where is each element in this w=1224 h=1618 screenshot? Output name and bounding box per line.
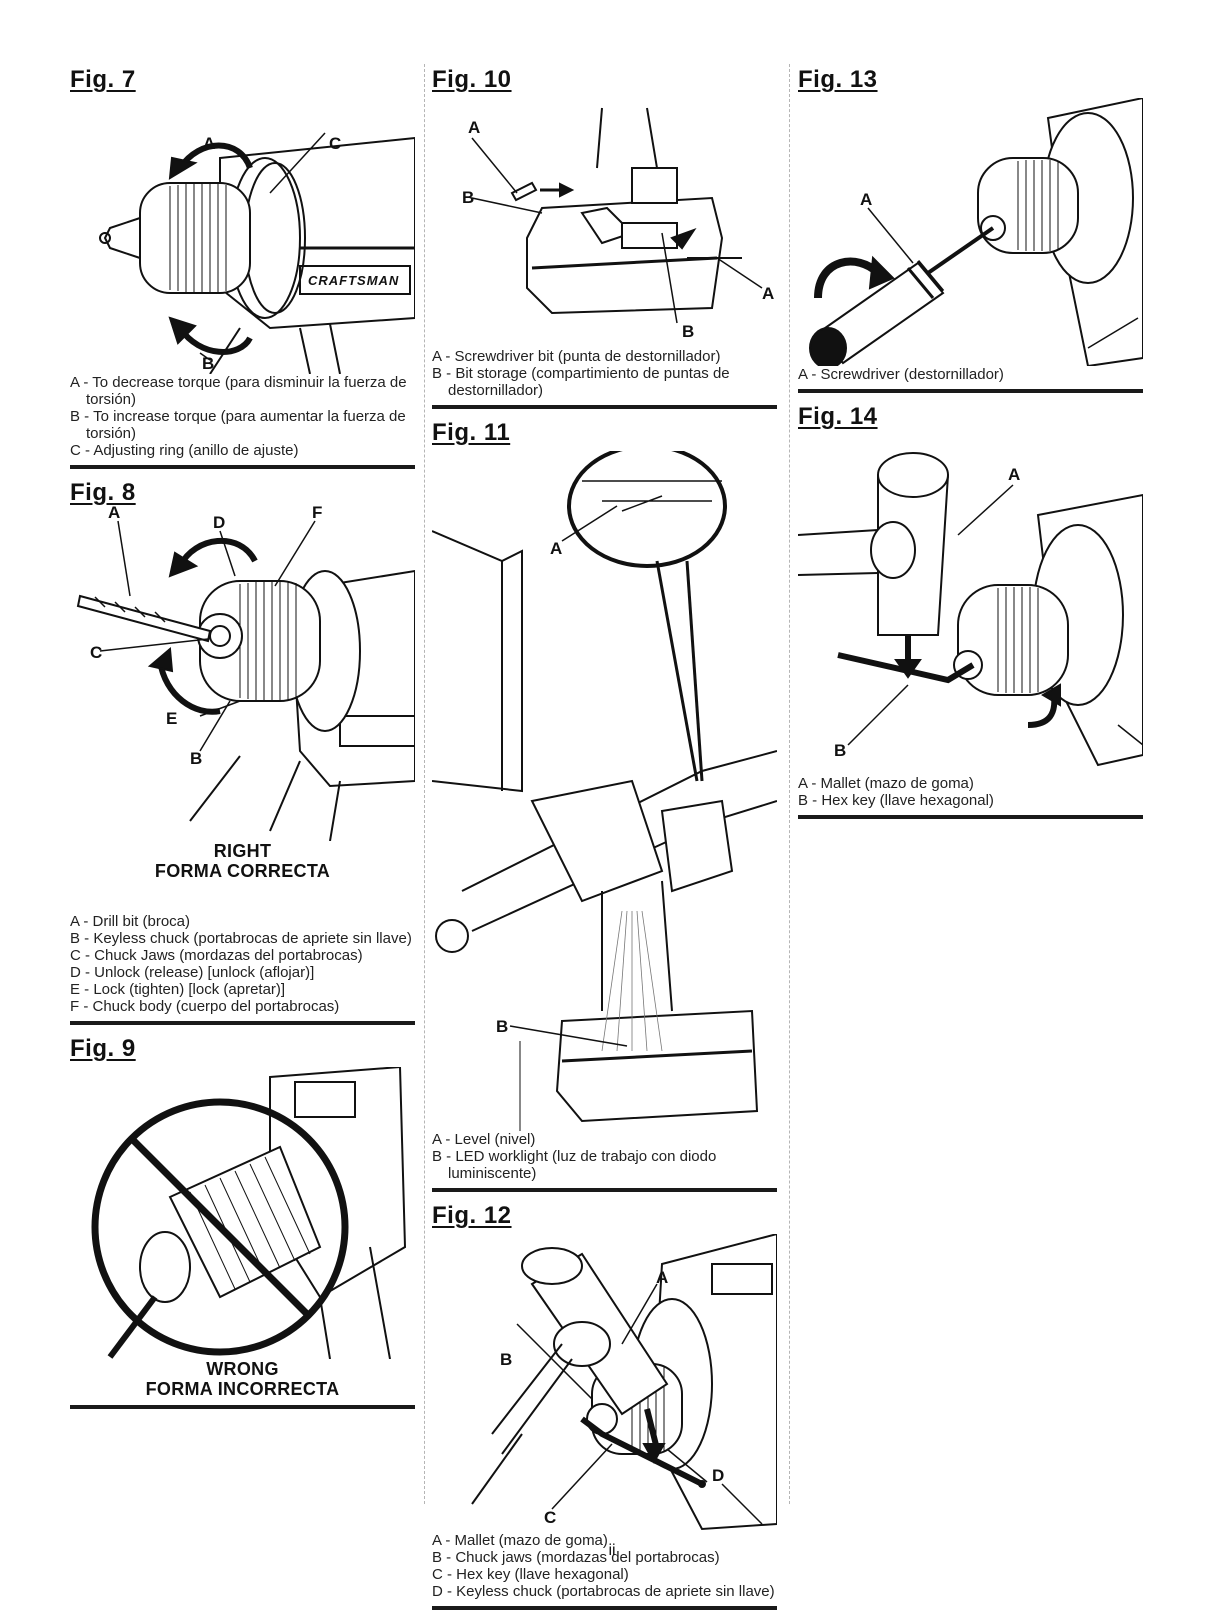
figure-10: Fig. 10 (432, 64, 777, 409)
figure-9: Fig. 9 WRONG (70, 1033, 415, 1409)
legend-item: B - Bit storage (compartimiento de punta… (432, 365, 730, 399)
figure-title: Fig. 13 (798, 66, 878, 93)
legend-item: B - Chuck jaws (mordazas del portabrocas… (432, 1549, 720, 1566)
caption-line: RIGHT (213, 841, 272, 861)
legend-item: C - Chuck Jaws (mordazas del portabrocas… (70, 947, 363, 964)
figure-8-legend: A - Drill bit (broca) B - Keyless chuck … (70, 913, 415, 1015)
figure-title: Fig. 10 (432, 66, 512, 93)
column-left: Fig. 7 (70, 64, 415, 1417)
legend-item: A - Level (nivel) (432, 1131, 536, 1148)
callout-d: D (712, 1466, 725, 1485)
figure-13: Fig. 13 (798, 64, 1143, 393)
caption-line: WRONG (206, 1359, 279, 1379)
figure-title: Fig. 12 (432, 1202, 512, 1229)
column-middle: Fig. 10 (432, 64, 777, 1618)
legend-item: A - Screwdriver bit (punta de destornill… (432, 348, 721, 365)
screwdriver-illustration: A (798, 98, 1143, 366)
callout-a: A (550, 539, 563, 558)
figure-7-legend: A - To decrease torque (para disminuir l… (70, 374, 415, 459)
figure-8: Fig. 8 (70, 477, 415, 1025)
legend-item: D - Keyless chuck (portabrocas de apriet… (432, 1583, 775, 1600)
callout-b: B (834, 741, 847, 760)
figure-title: Fig. 7 (70, 66, 136, 93)
figure-caption-wrong: WRONG FORMA INCORRECTA (70, 1359, 415, 1399)
callout-a-right: A (762, 284, 775, 303)
drill-torque-illustration: A C B CRAFTSMAN (70, 98, 415, 374)
legend-item: A - Screwdriver (destornillador) (798, 366, 1004, 383)
figure-title: Fig. 11 (432, 419, 511, 446)
section-divider (432, 405, 777, 409)
figure-title: Fig. 8 (70, 479, 136, 506)
column-right: Fig. 13 (798, 64, 1143, 827)
section-divider (432, 1606, 777, 1610)
callout-b: B (190, 749, 203, 768)
callout-f: F (312, 503, 323, 522)
callout-c: C (90, 643, 103, 662)
legend-item: A - Mallet (mazo de goma) (432, 1532, 608, 1549)
legend-item: F - Chuck body (cuerpo del portabrocas) (70, 998, 340, 1015)
callout-e: E (166, 709, 178, 728)
column-divider (789, 64, 790, 1504)
callout-a: A (860, 190, 873, 209)
callout-a-top: A (468, 118, 481, 137)
legend-item: B - To increase torque (para aumentar la… (70, 408, 406, 442)
figure-14-legend: A - Mallet (mazo de goma) B - Hex key (l… (798, 775, 1143, 809)
callout-a: A (203, 134, 216, 153)
legend-item: B - Hex key (llave hexagonal) (798, 792, 994, 809)
legend-item: D - Unlock (release) [unlock (aflojar)] (70, 964, 315, 981)
legend-item: E - Lock (tighten) [lock (apretar)] (70, 981, 286, 998)
callout-b: B (496, 1017, 509, 1036)
legend-item: B - LED worklight (luz de trabajo con di… (432, 1148, 717, 1182)
callout-a: A (656, 1268, 669, 1287)
bit-storage-illustration: A B A B (432, 98, 777, 348)
section-divider (70, 1021, 415, 1025)
section-divider (798, 815, 1143, 819)
caption-line: FORMA INCORRECTA (145, 1379, 340, 1399)
section-divider (70, 1405, 415, 1409)
section-divider (70, 465, 415, 469)
keyless-chuck-illustration: A D F C E B (70, 503, 415, 841)
figure-13-legend: A - Screwdriver (destornillador) (798, 366, 1143, 383)
figure-caption-right: RIGHT FORMA CORRECTA (70, 841, 415, 881)
wrong-grip-illustration (70, 1067, 415, 1359)
level-worklight-illustration: A B (432, 451, 777, 1131)
page-number: ii (608, 1542, 616, 1559)
figure-11-legend: A - Level (nivel) B - LED worklight (luz… (432, 1131, 777, 1182)
callout-b-bottom: B (682, 322, 695, 341)
callout-d: D (213, 513, 226, 532)
legend-item: C - Hex key (llave hexagonal) (432, 1566, 629, 1583)
mallet-hex-key-illustration: A B C D (432, 1234, 777, 1532)
callout-c: C (329, 134, 342, 153)
figure-title: Fig. 14 (798, 403, 878, 430)
brand-logo: CRAFTSMAN (308, 273, 400, 288)
callout-c: C (544, 1508, 557, 1527)
figure-7: Fig. 7 (70, 64, 415, 469)
figure-10-legend: A - Screwdriver bit (punta de destornill… (432, 348, 777, 399)
section-divider (798, 389, 1143, 393)
figure-14: Fig. 14 (798, 401, 1143, 819)
caption-line: FORMA CORRECTA (154, 861, 331, 881)
section-divider (432, 1188, 777, 1192)
legend-item: B - Keyless chuck (portabrocas de apriet… (70, 930, 412, 947)
figure-11: Fig. 11 (432, 417, 777, 1192)
legend-item: C - Adjusting ring (anillo de ajuste) (70, 442, 299, 459)
callout-b: B (500, 1350, 513, 1369)
callout-b: B (202, 354, 215, 373)
figure-title: Fig. 9 (70, 1035, 136, 1062)
legend-item: A - Drill bit (broca) (70, 913, 191, 930)
callout-a: A (1008, 465, 1021, 484)
mallet-hex-key-illustration: A B (798, 435, 1143, 775)
legend-item: A - Mallet (mazo de goma) (798, 775, 974, 792)
callout-a: A (108, 503, 121, 522)
column-divider (424, 64, 425, 1504)
callout-b-left: B (462, 188, 475, 207)
legend-item: A - To decrease torque (para disminuir l… (70, 374, 407, 408)
